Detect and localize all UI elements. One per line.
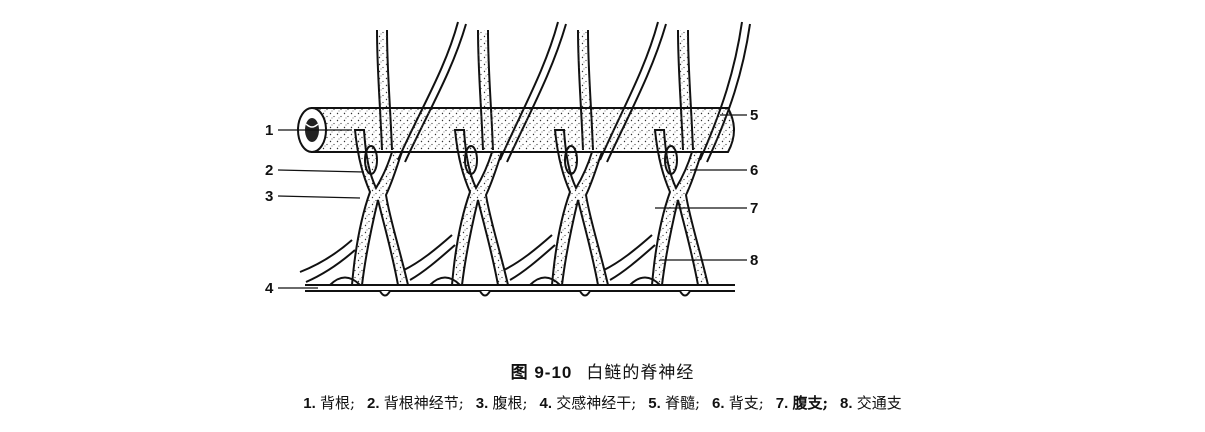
leader-lines xyxy=(277,114,747,289)
legend-item-text: 交通支 xyxy=(856,394,902,412)
nerve-segments xyxy=(299,129,710,286)
legend-item-number: 4. xyxy=(539,395,557,412)
legend-item-number: 7. xyxy=(775,395,793,412)
callout-8: 8 xyxy=(750,252,758,269)
legend-item-text: 脊髓; xyxy=(664,394,701,412)
callout-7: 7 xyxy=(750,200,758,217)
sympathetic-trunk xyxy=(305,276,735,297)
legend-item-number: 2. xyxy=(367,395,384,412)
legend-item-number: 3. xyxy=(475,395,493,412)
figure-caption: 图 9-10 白鲢的脊神经 xyxy=(0,358,1205,383)
legend-item-text: 背支; xyxy=(728,394,764,412)
legend-item-number: 5. xyxy=(648,395,665,412)
legend-item-text: 背根神经节; xyxy=(383,394,464,412)
legend-item: 6. 背支; xyxy=(712,394,764,412)
legend-item-number: 8. xyxy=(840,395,857,412)
callout-2: 2 xyxy=(265,162,273,179)
legend-item: 3. 腹根; xyxy=(476,394,528,412)
legend-item: 8. 交通支 xyxy=(840,394,902,412)
callout-3: 3 xyxy=(265,188,273,205)
legend-item: 1. 背根; xyxy=(303,394,355,412)
callout-6: 6 xyxy=(750,162,758,179)
callout-1: 1 xyxy=(265,122,273,139)
callout-labels: 1 2 3 4 5 6 7 8 xyxy=(265,107,758,297)
legend-item-number: 1. xyxy=(303,395,320,412)
legend-item-text: 腹根; xyxy=(492,394,528,412)
legend-item-number: 6. xyxy=(712,395,729,412)
legend-item: 7. 腹支; xyxy=(776,394,828,412)
legend-item: 2. 背根神经节; xyxy=(367,394,464,412)
legend-item-text: 背根; xyxy=(319,394,356,412)
figure-legend: 1. 背根; 2. 背根神经节; 3. 腹根; 4. 交感神经干; 5. 脊髓; 6. 背… xyxy=(0,392,1205,413)
callout-4: 4 xyxy=(265,280,274,297)
figure-number: 图 9-10 xyxy=(510,363,573,382)
legend-item: 5. 脊髓; xyxy=(648,394,700,412)
figure-title: 白鲢的脊神经 xyxy=(586,363,695,383)
legend-item-text: 腹支; xyxy=(792,394,829,412)
legend-item-text: 交感神经干; xyxy=(556,394,637,412)
legend-item: 4. 交感神经干; xyxy=(540,394,637,412)
callout-5: 5 xyxy=(750,107,758,124)
